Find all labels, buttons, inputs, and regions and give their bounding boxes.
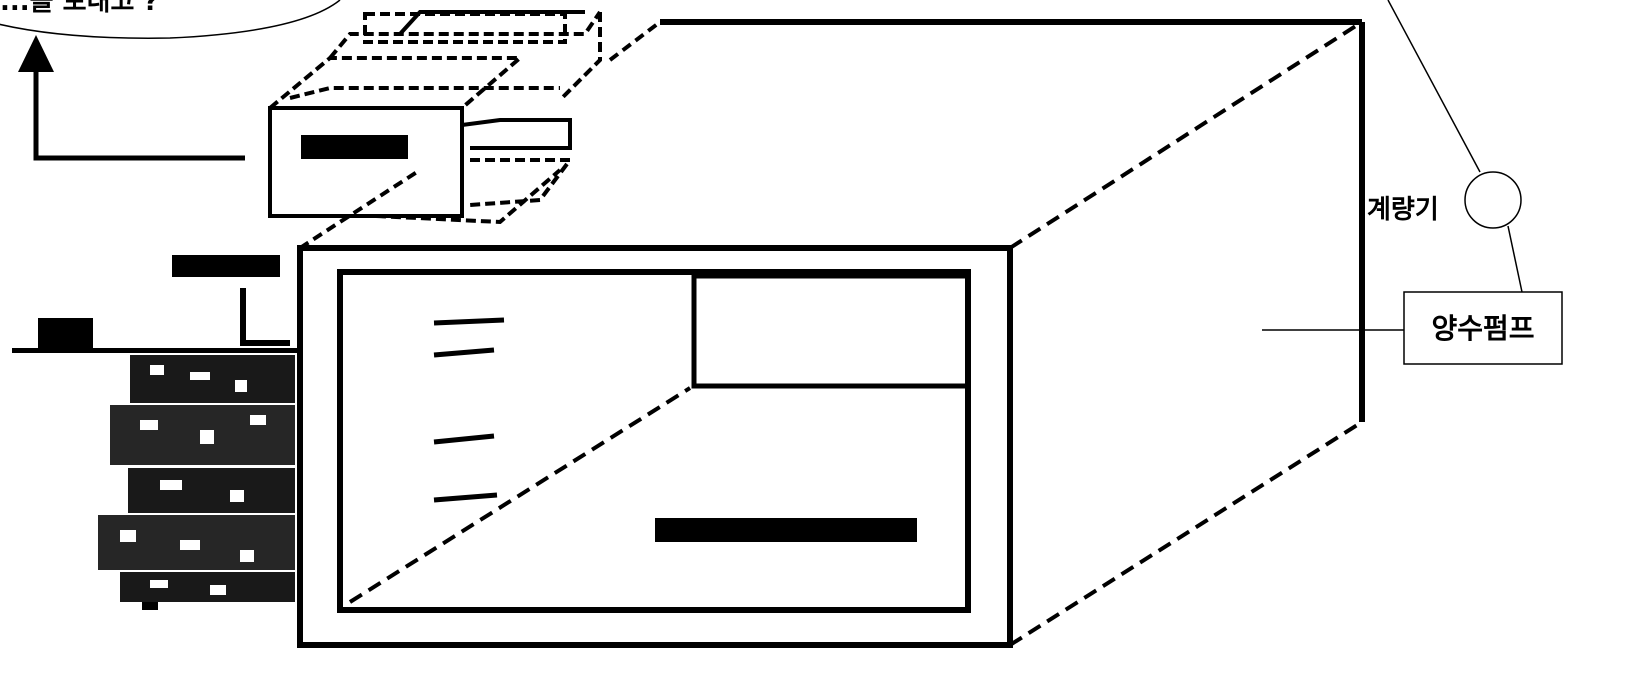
top-pipe-stack <box>270 12 660 248</box>
redacted-block <box>303 137 406 157</box>
cabinet-front <box>300 248 1010 645</box>
redacted-block <box>655 518 917 542</box>
pump-cabinet <box>300 22 1362 645</box>
flow-arrow <box>18 35 245 158</box>
inner-subpanel <box>694 276 968 386</box>
redacted-block <box>172 255 280 277</box>
pump-label: 양수펌프 <box>1431 312 1534 345</box>
pump-callout: 양수펌프 <box>1262 292 1562 364</box>
gauge: 계량기 <box>1367 0 1522 292</box>
rocky-ground <box>12 255 302 610</box>
gauge-label: 계량기 <box>1367 195 1439 225</box>
speech-bubble: ...을 보내고 ? <box>0 0 340 38</box>
gauge-icon <box>1465 172 1521 228</box>
top-box-front <box>270 108 462 216</box>
speech-bubble-text: ...을 보내고 ? <box>0 0 159 17</box>
arrow-head-icon <box>18 35 54 72</box>
